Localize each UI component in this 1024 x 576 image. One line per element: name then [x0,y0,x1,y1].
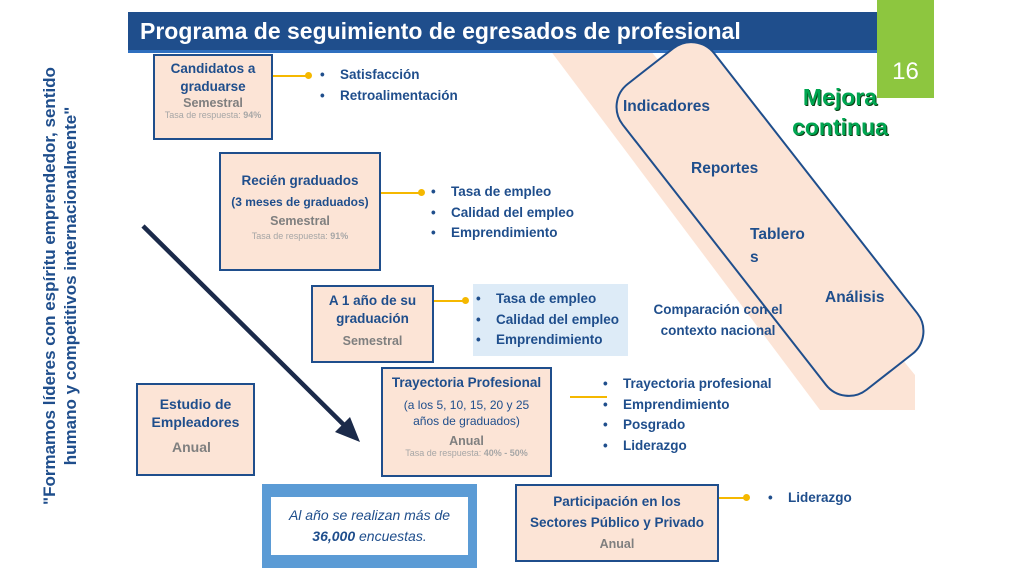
connector [719,497,746,499]
box-title: Candidatos a graduarse [170,61,256,94]
box-frequency: Semestral [270,214,330,228]
title-bar: Programa de seguimiento de egresados de … [128,12,886,53]
box-title: Estudio de Empleadores [151,396,240,430]
box-trayectoria: Trayectoria Profesional (a los 5, 10, 15… [381,367,552,477]
bullet-item: Calidad del empleo [476,310,619,331]
bullets-trayectoria: Trayectoria profesional Emprendimiento P… [603,374,772,456]
box-subtitle: (a los 5, 10, 15, 20 y 25 años de gradua… [403,398,530,428]
slide-number: 16 [892,58,919,85]
box-subtitle: (3 meses de graduados) [231,195,369,209]
encuestas-text: Al año se realizan más de 36,000 encuest… [271,497,468,555]
connector-dot [462,297,469,304]
box-recien-graduados: Recién graduados (3 meses de graduados) … [219,152,381,271]
bullet-item: Satisfacción [320,65,458,86]
bullet-item: Liderazgo [768,488,852,509]
bullet-item: Posgrado [603,415,772,436]
box-frequency: Semestral [183,96,243,110]
box-participacion: Participación en los Sectores Público y … [515,484,719,562]
comparacion-label: Comparación con el contexto nacional [653,302,783,338]
step-analisis: Análisis [825,289,885,306]
box-empleadores: Estudio de Empleadores Anual [136,383,255,476]
step-indicadores: Indicadores [623,98,710,115]
box-un-ano: A 1 año de su graduación Semestral [311,285,434,363]
bullets-participacion: Liderazgo [768,488,852,509]
bullet-item: Liderazgo [603,436,772,457]
bullets-candidatos: Satisfacción Retroalimentación [320,65,458,106]
diagonal-arrow [141,224,360,442]
connector [273,75,309,77]
box-frequency: Anual [599,537,635,551]
mission-statement: "Formamos líderes con espíritu emprended… [40,67,80,505]
box-response-rate: Tasa de respuesta: 40% - 50% [405,448,528,458]
connector-dot [743,494,750,501]
connector [381,192,421,194]
box-frequency: Semestral [342,334,403,348]
step-tableros: Tablero s [750,226,805,266]
bullet-item: Retroalimentación [320,86,458,107]
box-response-rate: Tasa de respuesta: 94% [164,110,262,120]
bullet-item: Trayectoria profesional [603,374,772,395]
box-title: Trayectoria Profesional [391,375,542,390]
encuestas-callout: Al año se realizan más de 36,000 encuest… [262,484,477,568]
step-reportes: Reportes [691,160,759,177]
box-frequency: Anual [449,434,484,448]
mejora-continua: Mejora continua [792,84,888,140]
slide-number-tab: 16 [877,0,934,98]
bullet-item: Emprendimiento [476,330,619,351]
box-title: A 1 año de su graduación [328,293,417,326]
bullet-item: Emprendimiento [603,395,772,416]
bullets-un-ano: Tasa de empleo Calidad del empleo Empren… [476,289,619,351]
bullet-item: Tasa de empleo [431,182,574,203]
connector [570,396,607,398]
box-candidatos: Candidatos a graduarse Semestral Tasa de… [153,54,273,140]
page-title: Programa de seguimiento de egresados de … [140,18,741,44]
box-title: Participación en los Sectores Público y … [529,494,705,530]
bullets-recien: Tasa de empleo Calidad del empleo Empren… [431,182,574,244]
box-response-rate: Tasa de respuesta: 91% [251,231,349,241]
bullet-item: Calidad del empleo [431,203,574,224]
connector-dot [305,72,312,79]
connector-dot [418,189,425,196]
box-frequency: Anual [172,439,211,455]
connector [434,300,466,302]
bullet-item: Emprendimiento [431,223,574,244]
box-title: Recién graduados [241,173,359,188]
bullet-item: Tasa de empleo [476,289,619,310]
